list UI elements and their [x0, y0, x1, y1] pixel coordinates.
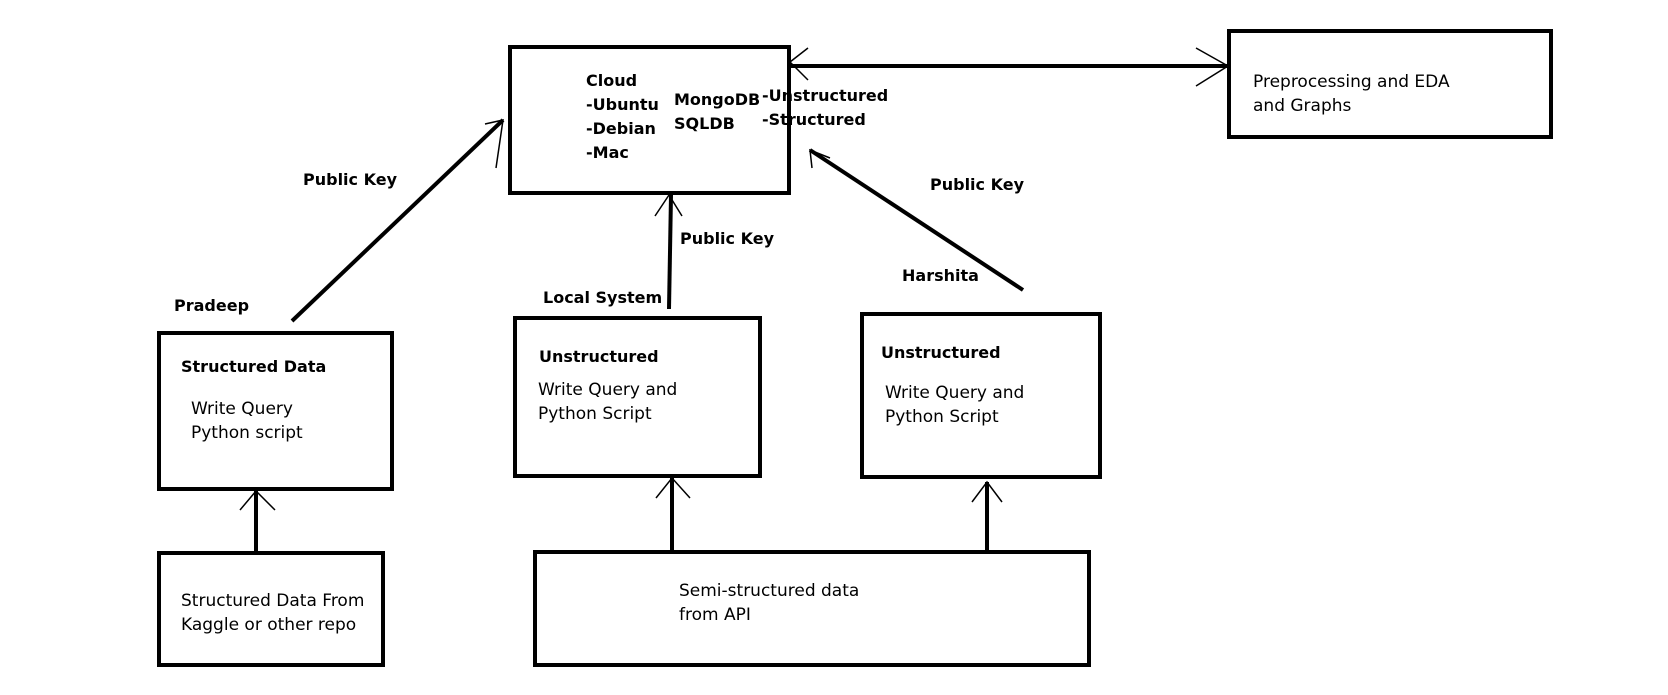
arrowhead-harshita-bottom — [971, 480, 1003, 503]
public-key-label-left: Public Key — [303, 170, 397, 189]
api-source-box: Semi-structured data from API — [533, 550, 1091, 667]
cloud-type-structured: -Structured — [762, 110, 866, 129]
local-unstructured-box: Unstructured Write Query and Python Scri… — [513, 316, 762, 478]
cloud-os-ubuntu: -Ubuntu — [586, 95, 659, 114]
public-key-label-right: Public Key — [930, 175, 1024, 194]
cloud-db-mongodb: MongoDB — [674, 90, 761, 109]
preprocessing-line-2: and Graphs — [1253, 96, 1352, 116]
owner-label-local-system: Local System — [543, 288, 663, 307]
arrow-harshita-to-cloud — [808, 148, 1025, 292]
owner-label-harshita: Harshita — [902, 266, 979, 285]
pradeep-box-line-2: Python script — [191, 423, 303, 443]
pradeep-structured-box: Structured Data Write Query Python scrip… — [157, 331, 394, 491]
owner-label-pradeep: Pradeep — [174, 296, 250, 315]
public-key-label-middle: Public Key — [680, 229, 774, 248]
arrowhead-cloud-bottom — [654, 193, 683, 217]
api-box-line-1: Semi-structured data — [679, 581, 860, 601]
cloud-title: Cloud — [586, 71, 638, 90]
arrowhead-pradeep-bottom — [239, 489, 276, 511]
preprocessing-line-1: Preprocessing and EDA — [1253, 72, 1450, 92]
pradeep-box-line-1: Write Query — [191, 399, 293, 419]
pradeep-box-title: Structured Data — [181, 357, 327, 376]
cloud-db-sqldb: SQLDB — [674, 114, 735, 133]
cloud-os-debian: -Debian — [586, 119, 656, 138]
harshita-box-line-1: Write Query and — [885, 383, 1025, 403]
harshita-box-title: Unstructured — [881, 343, 1001, 362]
arrowhead-cloud-lower-right — [809, 148, 831, 169]
api-box-line-2: from API — [679, 605, 751, 625]
arrowhead-cloud-left — [484, 119, 504, 169]
arrow-pradeep-to-cloud — [290, 118, 505, 323]
preprocessing-box: Preprocessing and EDA and Graphs — [1227, 29, 1553, 139]
local-box-line-1: Write Query and — [538, 380, 678, 400]
kaggle-box-line-2: Kaggle or other repo — [181, 615, 357, 635]
harshita-unstructured-box: Unstructured Write Query and Python Scri… — [860, 312, 1102, 479]
cloud-box: Cloud -Ubuntu -Debian -Mac MongoDB SQLDB — [508, 45, 791, 195]
cloud-type-unstructured: -Unstructured — [762, 86, 889, 105]
local-box-title: Unstructured — [539, 347, 659, 366]
kaggle-box-line-1: Structured Data From — [181, 591, 365, 611]
harshita-box-line-2: Python Script — [885, 407, 999, 427]
arrowhead-local-bottom — [655, 476, 691, 499]
cloud-os-mac: -Mac — [586, 143, 629, 162]
arrow-local-to-cloud — [667, 194, 673, 310]
kaggle-source-box: Structured Data From Kaggle or other rep… — [157, 551, 385, 667]
local-box-line-2: Python Script — [538, 404, 652, 424]
